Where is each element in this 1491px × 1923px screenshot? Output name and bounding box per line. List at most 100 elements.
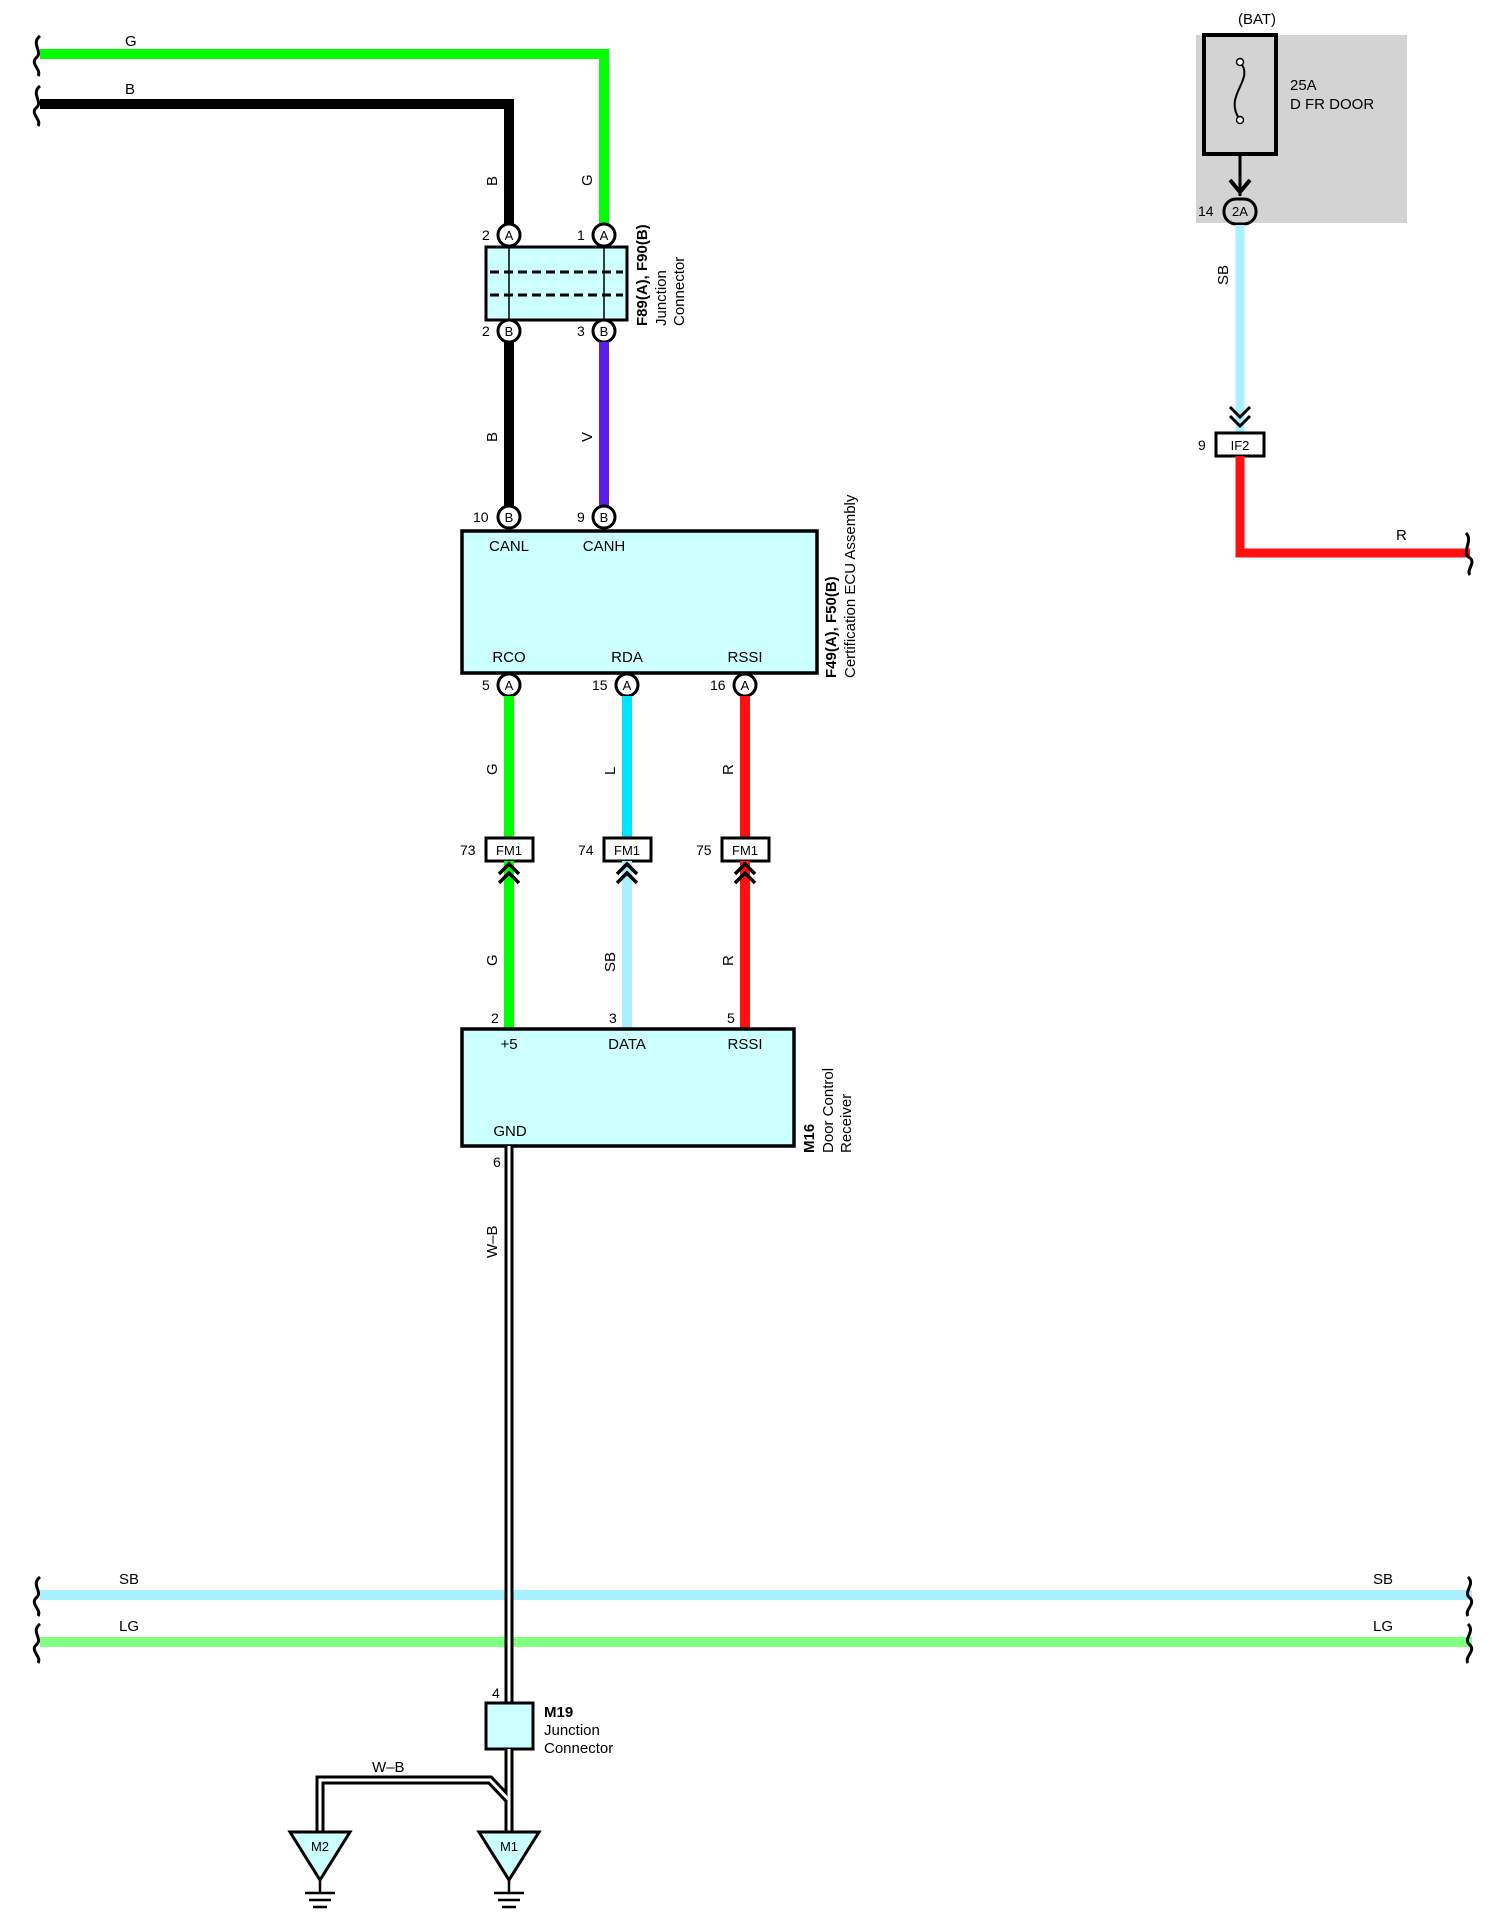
ecu-canh-pin: 9: [577, 509, 585, 525]
break-right-r: [1464, 531, 1474, 576]
wire-lg-bus-right-label: LG: [1373, 1618, 1393, 1635]
fuse-out-conn-label: 2A: [1232, 204, 1248, 219]
ecu-rda-conn: A: [623, 678, 632, 693]
jc-pin-v-bottom-conn: B: [600, 324, 609, 339]
ecu-canh-pin-circle: [591, 504, 617, 530]
jc-pin-b-top: 2: [482, 227, 490, 243]
fm1-c-pin: 75: [696, 842, 712, 858]
fm1-c-chevron-icon: [733, 861, 757, 876]
jc-pin-b-bottom: 2: [482, 323, 490, 339]
fuse-element-icon: [1233, 61, 1246, 121]
wire-wb-ground-label: W–B: [372, 1759, 405, 1776]
fm1-a-chevron-icon-2: [497, 870, 521, 885]
if2-name: IF2: [1231, 438, 1250, 453]
wire-wb-ground-inner: [318, 1749, 511, 1832]
m19-code: M19: [544, 1704, 573, 1721]
break-bus-left-sb: [32, 1575, 42, 1617]
wire-top-b-label: B: [125, 81, 135, 98]
recv-gnd-label: GND: [493, 1123, 527, 1140]
m19-pin: 4: [492, 1685, 500, 1701]
wire-l-rda-label: L: [602, 767, 619, 775]
break-top-left-2: [32, 84, 42, 127]
break-top-left-1: [32, 34, 42, 77]
ecu-body: [460, 529, 819, 675]
ecu-rco-conn: A: [505, 678, 514, 693]
wire-top-g-label: G: [125, 33, 137, 50]
jc-name-1: Junction: [653, 270, 670, 326]
wire-b-lower-label: B: [484, 432, 501, 442]
recv-data-label: DATA: [608, 1036, 646, 1053]
wire-sb-data-label: SB: [602, 952, 619, 972]
ecu-canh-conn: B: [600, 510, 609, 525]
wire-v-lower-label: V: [579, 432, 596, 442]
fuse-source-label: (BAT): [1238, 11, 1276, 28]
wire-g-upper-label: G: [579, 174, 596, 186]
wire-wb-ground-outer: [315, 1749, 514, 1832]
fuse-terminal-top: [1235, 57, 1245, 67]
ecu-canl-pin-circle: [496, 504, 522, 530]
jc-code: F89(A), F90(B): [634, 224, 651, 326]
wire-sb-bus-right-label: SB: [1373, 1571, 1393, 1588]
wire-top-b: [40, 99, 514, 236]
fm1-a-chevron-icon: [497, 861, 521, 876]
fm1-b-chevron-icon: [615, 861, 639, 876]
fuse-out-connector: [1222, 197, 1258, 226]
fm1-b-pin: 74: [578, 842, 594, 858]
jc-pin-g-top: 1: [577, 227, 585, 243]
wire-wb-gnd-label: W–B: [484, 1225, 501, 1258]
fuse-terminal-bottom: [1235, 115, 1245, 125]
ecu-rssi-label: RSSI: [727, 649, 762, 666]
ecu-rda-label: RDA: [611, 649, 643, 666]
ecu-rco-pin: 5: [482, 677, 490, 693]
m19-name-1: Junction: [544, 1722, 600, 1739]
recv-plus5-pin: 2: [491, 1010, 499, 1026]
fuse-out-pin: 14: [1198, 203, 1214, 219]
recv-gnd-pin: 6: [493, 1154, 501, 1170]
fuse-arrow-icon: [1228, 178, 1252, 196]
fuse-box-bg: [1196, 35, 1407, 223]
ecu-name: Certification ECU Assembly: [842, 494, 859, 678]
fm1-c-chevron-icon-2: [733, 870, 757, 885]
wire-b-upper-label: B: [484, 176, 501, 186]
wire-sb-fuse-label: SB: [1215, 265, 1232, 285]
recv-rssi-label: RSSI: [727, 1036, 762, 1053]
fm1-a-pin: 73: [460, 842, 476, 858]
fm1-c-name: FM1: [732, 843, 758, 858]
recv-code: M16: [801, 1124, 818, 1153]
ecu-canl-label: CANL: [489, 538, 529, 555]
recv-data-pin: 3: [609, 1010, 617, 1026]
break-bus-left-lg: [32, 1622, 42, 1664]
ecu-canl-conn: B: [505, 510, 514, 525]
if2-pin: 9: [1198, 437, 1206, 453]
jc-pin-v-bottom: 3: [577, 323, 585, 339]
fm1-a-name: FM1: [496, 843, 522, 858]
jc-pin-b-bottom-conn: B: [505, 324, 514, 339]
fuse-rating: 25A: [1290, 77, 1317, 94]
break-bus-right-lg: [1465, 1622, 1474, 1664]
ground-m1-label: M1: [500, 1839, 518, 1854]
ecu-rda-pin: 15: [592, 677, 608, 693]
wire-lg-bus-left-label: LG: [119, 1618, 139, 1635]
recv-plus5-label: +5: [500, 1036, 517, 1053]
wire-top-g: [40, 49, 609, 236]
wire-r-right: [1235, 456, 1470, 558]
wire-g-plus5-label: G: [484, 954, 501, 966]
jc-body: [484, 245, 629, 322]
jc-pin-b-top-conn: A: [505, 228, 514, 243]
ecu-code: F49(A), F50(B): [823, 576, 840, 678]
if2-chevron-icon: [1228, 405, 1252, 420]
wire-r-right-label: R: [1396, 527, 1407, 544]
ecu-rssi-conn: A: [741, 678, 750, 693]
wire-g-rco-label: G: [484, 763, 501, 775]
ecu-rco-label: RCO: [492, 649, 525, 666]
recv-name-2: Receiver: [838, 1094, 855, 1153]
break-bus-right-sb: [1465, 1575, 1474, 1617]
wire-sb-bus-left-label: SB: [119, 1571, 139, 1588]
ecu-rssi-pin: 16: [710, 677, 726, 693]
wire-r-rssi2-label: R: [720, 955, 737, 966]
fm1-b-name: FM1: [614, 843, 640, 858]
fuse-name: D FR DOOR: [1290, 96, 1374, 113]
fm1-b-chevron-icon-2: [615, 870, 639, 885]
ecu-canl-pin: 10: [473, 509, 489, 525]
